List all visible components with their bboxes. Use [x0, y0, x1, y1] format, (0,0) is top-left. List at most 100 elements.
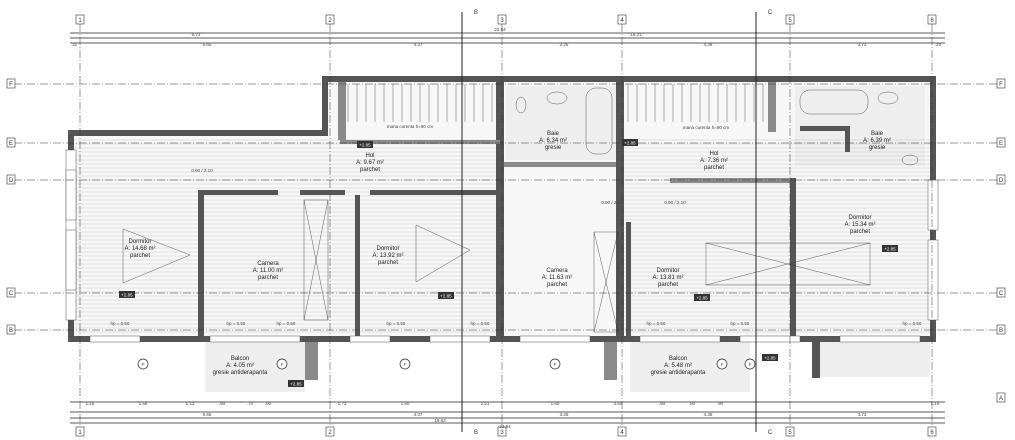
- axis-tag: [6, 287, 16, 298]
- floor-areas: [70, 80, 934, 392]
- toilet: [515, 96, 527, 114]
- wardrobe: [593, 231, 619, 333]
- room-area: A: 9.67 m²: [356, 160, 384, 166]
- axis-tag: [927, 14, 937, 25]
- dim-bottom-chain: 1.16: [86, 401, 95, 406]
- level-tag: [694, 294, 710, 301]
- dim-bottom-chain: .90: [659, 401, 666, 406]
- window-tag-label: F: [281, 362, 284, 367]
- axis-tag: [785, 426, 795, 437]
- window-tag: [549, 358, 561, 370]
- dim-bottom-chain: .90: [219, 401, 226, 406]
- axis-label: 3: [500, 18, 504, 24]
- door-size: 0.90 / 2.10: [664, 200, 686, 205]
- room-name: Hol: [709, 151, 718, 157]
- dim-top-axis: 4.38: [704, 42, 713, 47]
- window: [209, 335, 301, 343]
- room-name: Balcon: [669, 356, 687, 362]
- axis-tag: [325, 426, 335, 437]
- axis-tag: [996, 392, 1006, 403]
- window: [89, 335, 141, 343]
- room-floor: parchet: [704, 165, 724, 171]
- axis-tag: [617, 426, 627, 437]
- window-tag: [399, 358, 411, 370]
- room-area: A: 11.00 m²: [253, 268, 284, 274]
- dim-top-total: 22.94: [494, 27, 506, 32]
- level-value: +2.85: [121, 293, 133, 298]
- dim-bottom-chain: 1.58: [139, 401, 148, 406]
- window: [429, 335, 491, 343]
- level-value: +2.85: [764, 356, 776, 361]
- room-area: A: 13.81 m²: [652, 275, 683, 281]
- bed: [415, 224, 471, 283]
- dim-bottom-chain: 2.51: [481, 401, 490, 406]
- room-name: Camera: [257, 261, 279, 267]
- room-area: A: 11.63 m²: [542, 275, 573, 281]
- axis-label: D: [9, 178, 14, 184]
- dim-bottom-axis: 4.38: [704, 412, 713, 417]
- room-floor: parchet: [547, 282, 567, 288]
- axis-label: 2: [328, 18, 332, 24]
- dim-bottom-chain: 1.60: [401, 401, 410, 406]
- room-floor: parchet: [130, 253, 150, 259]
- level-tag: [622, 139, 638, 146]
- level-value: +2.85: [359, 143, 371, 148]
- bed: [122, 228, 191, 284]
- room-area: A: 15.34 m²: [844, 222, 875, 228]
- sink: [546, 91, 568, 105]
- windows: [65, 149, 939, 343]
- section-label: C: [768, 430, 773, 436]
- room-floor: parchet: [378, 260, 398, 266]
- window-tag: [716, 358, 728, 370]
- axis-tag: [325, 14, 335, 25]
- axis-label: 6: [930, 18, 934, 24]
- level-tag: [762, 354, 778, 361]
- room-area: A: 5.48 m²: [664, 363, 692, 369]
- level-value: +2.85: [624, 141, 636, 146]
- dim-top-split: 6.73: [192, 32, 201, 37]
- dim-top-axis: 6.65: [203, 42, 212, 47]
- axis-label: 4: [620, 18, 624, 24]
- door-size: 0.90 / 2.10: [601, 200, 623, 205]
- axis-label: F: [999, 82, 1003, 88]
- window: [349, 335, 391, 343]
- toilet: [901, 154, 919, 166]
- dim-bottom-chain: .90: [717, 401, 724, 406]
- stair-note: mana curenta h=90 cm: [683, 125, 729, 130]
- dim-top-axis: .20: [935, 42, 942, 47]
- room-floor: parchet: [850, 229, 870, 235]
- window-tag-label: F: [554, 362, 557, 367]
- axis-label: 1: [78, 430, 82, 436]
- window-tag-label: F: [404, 362, 407, 367]
- window: [927, 239, 939, 321]
- axis-tag: [75, 14, 85, 25]
- room-floor: gresie antiderapanta: [651, 370, 706, 376]
- window-tag: [276, 358, 288, 370]
- window-sill-note: hp = 0.50: [731, 321, 750, 326]
- stair-note: mana curenta h=90 cm: [387, 124, 433, 129]
- axis-label: E: [999, 141, 1003, 147]
- axis-label: B: [9, 328, 13, 334]
- dim-top-split: 16.21: [630, 32, 642, 37]
- room-floor: gresie antiderapanta: [213, 370, 268, 376]
- room-floor: parchet: [258, 275, 278, 281]
- room-floor: gresie: [545, 145, 562, 151]
- room-name: Dormitor: [656, 268, 679, 274]
- room-name: Hol: [365, 153, 374, 159]
- window-sill-note: hp = 0.50: [471, 321, 490, 326]
- window-sill-note: hp = 0.50: [277, 321, 296, 326]
- room-name: Dormitor: [376, 246, 399, 252]
- dim-bottom-chain: 3.60: [614, 401, 623, 406]
- room-floor: parchet: [360, 167, 380, 173]
- window-sill-note: hp = 0.50: [387, 321, 406, 326]
- dim-bottom-axis: 4.37: [414, 412, 423, 417]
- room-name: Balcon: [231, 356, 249, 362]
- axis-tag: [996, 78, 1006, 89]
- window: [65, 169, 77, 221]
